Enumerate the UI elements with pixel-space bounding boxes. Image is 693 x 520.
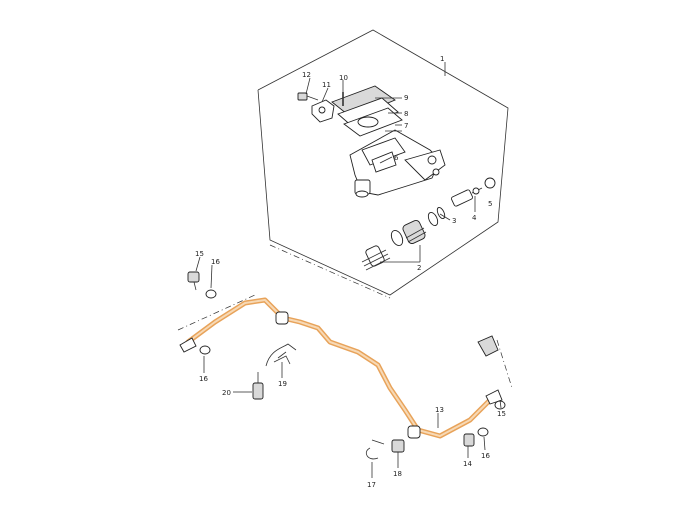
callout-10: 10 — [339, 74, 348, 82]
callout-18: 18 — [393, 470, 402, 478]
callout-3: 3 — [452, 217, 456, 225]
union-bolt-right — [463, 400, 506, 447]
callout-6: 6 — [394, 154, 399, 162]
master-cylinder-body — [349, 129, 446, 198]
callout-15-left: 15 — [195, 250, 204, 258]
reservoir-cap — [331, 85, 403, 137]
union-bolt-left — [187, 271, 217, 299]
callout-20: 20 — [222, 389, 231, 397]
clip-17 — [365, 439, 385, 460]
callout-16-left: 16 — [199, 375, 208, 383]
callout-14: 14 — [463, 460, 472, 468]
washer — [199, 345, 211, 355]
callout-16-top: 16 — [211, 258, 220, 266]
callout-9: 9 — [404, 94, 408, 102]
clamp — [265, 343, 297, 367]
callout-4: 4 — [472, 214, 477, 222]
callout-8: 8 — [404, 110, 408, 118]
callout-5: 5 — [488, 200, 492, 208]
callout-12: 12 — [302, 71, 311, 79]
callout-16-right: 16 — [481, 452, 490, 460]
union-bolt-18 — [391, 439, 405, 462]
hose-clip — [477, 335, 499, 357]
bolt-20 — [244, 372, 264, 400]
clutch-hose — [179, 297, 503, 439]
leader-lines — [195, 62, 502, 478]
callout-17: 17 — [367, 481, 376, 489]
callout-11: 11 — [322, 81, 331, 89]
bolt — [297, 92, 319, 101]
callout-15-right: 15 — [497, 410, 506, 418]
piston-kit — [361, 177, 496, 271]
callout-1: 1 — [440, 55, 444, 63]
callout-19: 19 — [278, 380, 287, 388]
callout-7: 7 — [404, 122, 408, 130]
callout-13: 13 — [435, 406, 444, 414]
callout-2: 2 — [417, 264, 421, 272]
assembly-outline — [257, 29, 509, 296]
